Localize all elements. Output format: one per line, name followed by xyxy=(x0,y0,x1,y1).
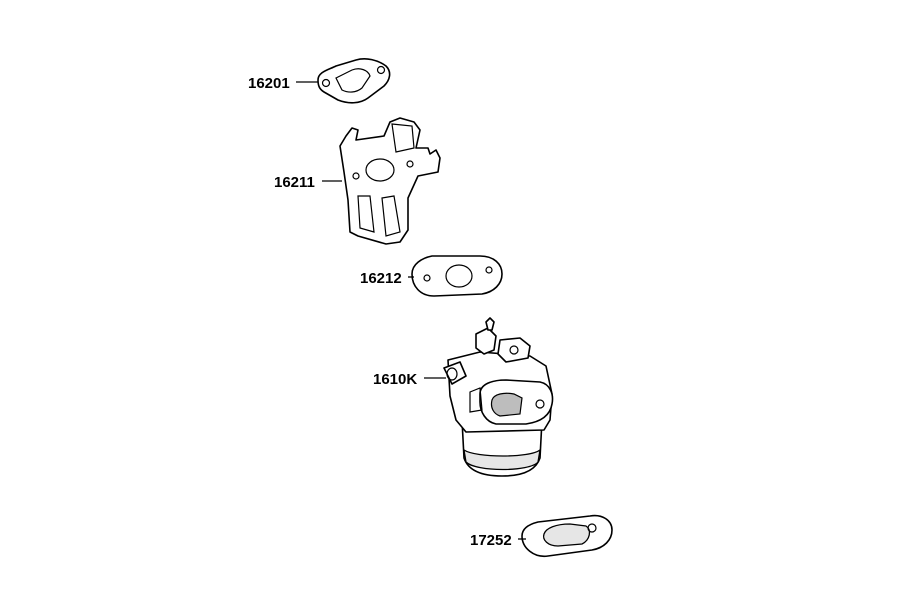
label-17252: 17252 xyxy=(470,532,512,549)
label-16201: 16201 xyxy=(248,75,290,92)
gasket-16212[interactable]: 16212 xyxy=(360,255,503,297)
label-1610K: 1610K xyxy=(373,371,417,388)
label-16212: 16212 xyxy=(360,270,402,287)
label-16211: 16211 xyxy=(274,174,315,191)
carburetor-1610K[interactable]: 1610K xyxy=(373,317,554,477)
gasket-16201[interactable]: 16201 xyxy=(248,58,391,104)
bracket-16211[interactable]: 16211 xyxy=(274,117,441,245)
gasket-17252[interactable]: 17252 xyxy=(470,514,613,558)
